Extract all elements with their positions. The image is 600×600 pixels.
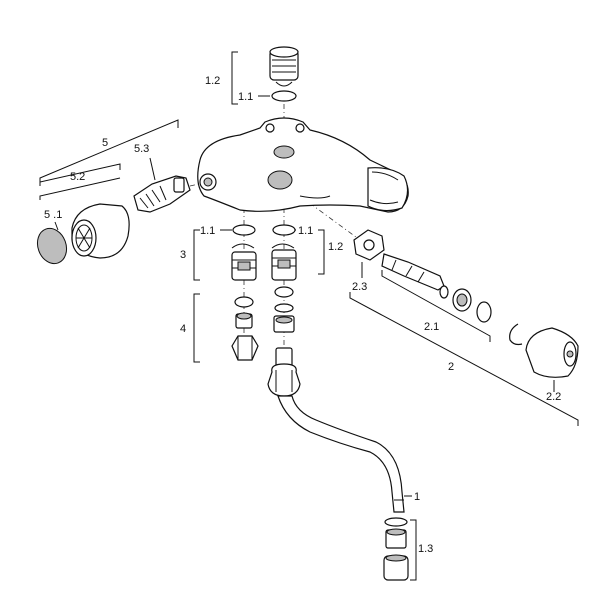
label-1-3: 1.3 <box>418 543 433 555</box>
nut-left <box>231 335 259 361</box>
label-5: 5 <box>102 137 108 149</box>
handle-spindle-part <box>133 175 191 213</box>
retaining-clip <box>509 323 523 346</box>
check-valve-left <box>231 251 257 281</box>
washer-right <box>274 286 294 298</box>
label-2: 2 <box>448 361 454 373</box>
label-1-2-right: 1.2 <box>328 241 343 253</box>
spout-part <box>267 347 405 513</box>
spindle-nut <box>452 288 472 312</box>
label-1: 1 <box>414 491 420 503</box>
label-5-2: 5.2 <box>70 171 85 183</box>
label-4: 4 <box>180 323 186 335</box>
spindle-washer <box>476 301 492 323</box>
aerator-ring <box>384 517 408 527</box>
thermostat-spindle-part <box>381 253 445 291</box>
washer-left <box>234 296 254 308</box>
seal-ring-left <box>232 224 256 236</box>
union-right <box>273 315 295 333</box>
washer-right-2 <box>274 303 294 313</box>
mixer-body <box>197 117 409 213</box>
top-nipple-part <box>269 46 299 87</box>
label-1-1-left: 1.1 <box>200 225 215 237</box>
spindle-housing-part <box>353 229 385 261</box>
label-2-3: 2.3 <box>352 281 367 293</box>
seal-ring-right <box>272 224 296 236</box>
handle-knob-part <box>71 203 130 259</box>
aerator-housing <box>383 554 409 581</box>
check-valve-right <box>271 249 297 281</box>
label-1-1-top: 1.1 <box>238 91 253 103</box>
label-3: 3 <box>180 249 186 261</box>
union-left <box>235 312 253 329</box>
label-5-1: 5 .1 <box>44 209 62 221</box>
handle-cap-part <box>36 227 68 265</box>
top-seal-ring <box>271 90 297 102</box>
label-5-3: 5.3 <box>134 143 149 155</box>
right-knob-part <box>525 327 579 378</box>
label-1-1-right: 1.1 <box>298 225 313 237</box>
label-2-1: 2.1 <box>424 321 439 333</box>
label-2-2: 2.2 <box>546 391 561 403</box>
label-1-2-top: 1.2 <box>205 75 220 87</box>
aerator-insert <box>385 528 407 549</box>
spindle-o-ring <box>439 285 449 299</box>
